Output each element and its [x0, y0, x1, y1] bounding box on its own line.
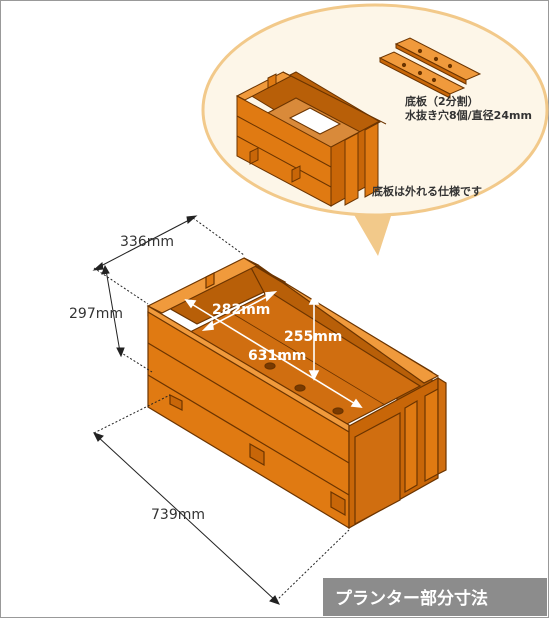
bottom-board-label: 底板（2分割）	[405, 94, 479, 108]
inner-height-label: 255mm	[284, 329, 342, 345]
inner-length-label: 631mm	[248, 348, 306, 364]
interior-dimension-arrows	[184, 290, 363, 408]
main-planter-illustration	[146, 257, 447, 530]
title-box	[323, 578, 547, 616]
page-title: プランター部分寸法	[335, 588, 488, 609]
exterior-dimension-lines	[92, 215, 350, 605]
bottom-boards-illustration	[378, 37, 482, 99]
length-label: 739mm	[151, 507, 205, 523]
height-label: 297mm	[69, 306, 123, 322]
removable-note: 底板は外れる仕様です	[372, 184, 482, 198]
small-planter-illustration	[235, 71, 387, 207]
drain-holes-label: 水抜き穴8個/直径24mm	[405, 108, 532, 122]
inner-width-label: 282mm	[212, 302, 270, 318]
width-label: 336mm	[120, 234, 174, 250]
bubble-pointer	[353, 213, 392, 256]
